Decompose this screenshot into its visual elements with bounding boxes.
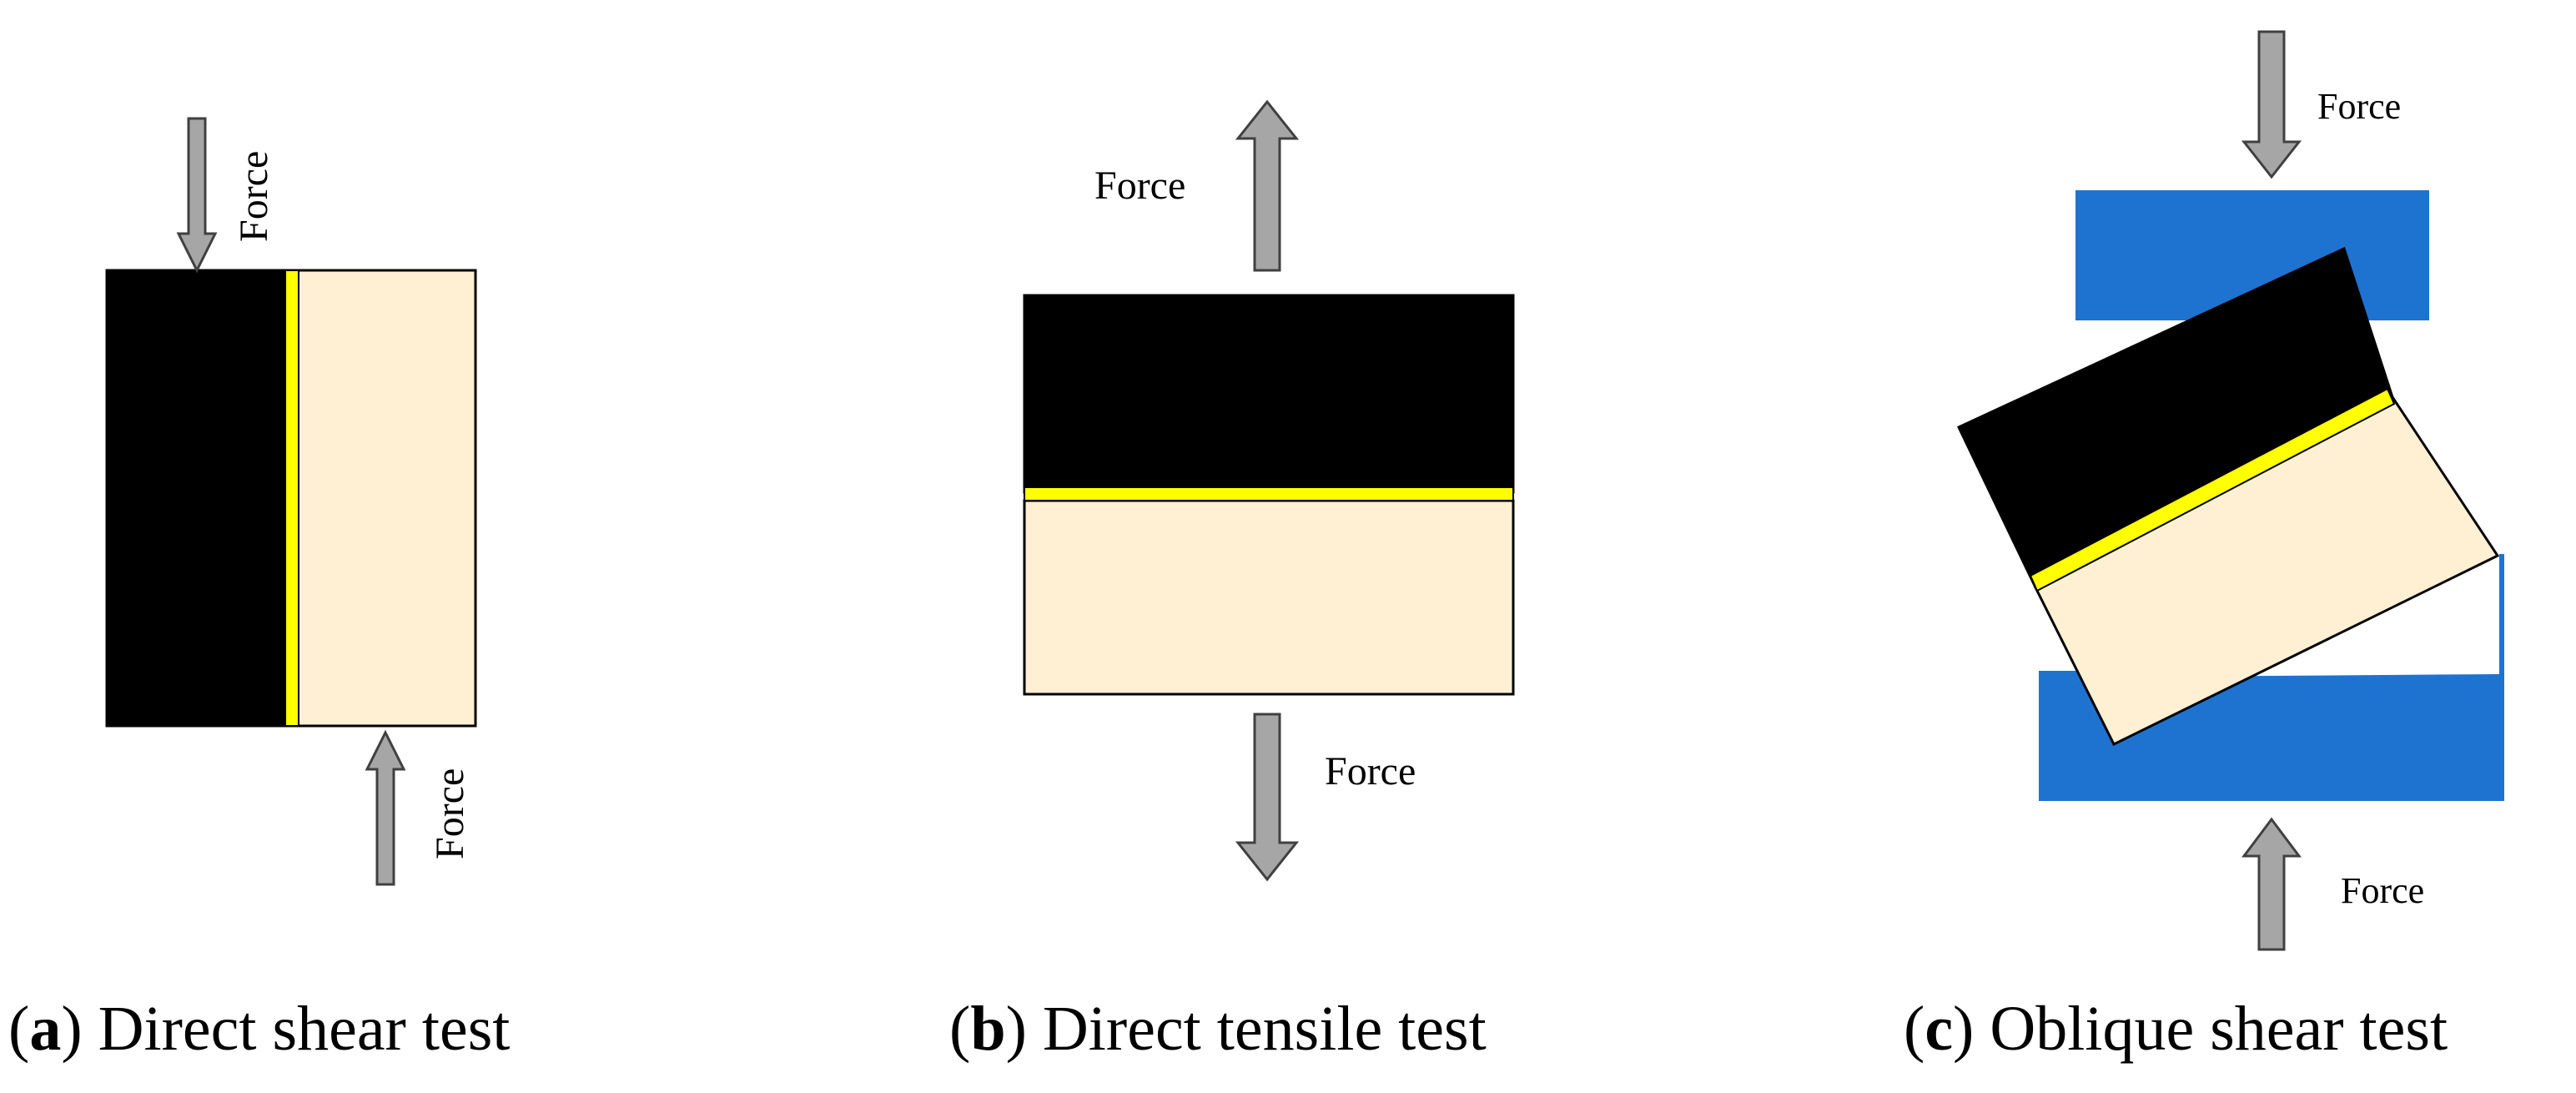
bond-layer — [284, 269, 299, 727]
force-arrow-down-icon — [2241, 30, 2302, 179]
overlay-block — [289, 269, 477, 728]
substrate-block — [1023, 294, 1515, 494]
panel-oblique-shear: Force Force (c) Oblique shear test — [1904, 30, 2504, 1064]
force-label: Force — [2341, 870, 2424, 911]
panel-direct-shear: Force Force (a) Direct shear test — [8, 117, 510, 1064]
force-arrow-up-icon — [365, 729, 406, 886]
panel-caption: (c) Oblique shear test — [1904, 994, 2448, 1064]
panel-caption: (a) Direct shear test — [8, 994, 510, 1064]
force-label: Force — [1325, 749, 1416, 793]
force-arrow-down-icon — [176, 117, 218, 274]
force-label: Force — [2317, 86, 2401, 127]
substrate-block — [105, 269, 292, 728]
bond-layer — [2029, 387, 2396, 592]
force-label: Force — [232, 151, 276, 242]
force-arrow-up-icon — [1235, 99, 1300, 272]
force-label: Force — [1094, 164, 1185, 208]
bottom-fixture — [2039, 554, 2504, 801]
force-arrow-down-icon — [1235, 713, 1300, 882]
overlay-block — [1023, 499, 1515, 696]
panel-direct-tensile: Force Force (b) Direct tensile test — [949, 99, 1515, 1064]
force-label: Force — [428, 768, 472, 859]
bond-layer — [1024, 486, 1514, 501]
panel-caption: (b) Direct tensile test — [949, 994, 1487, 1064]
force-arrow-up-icon — [2241, 817, 2302, 951]
